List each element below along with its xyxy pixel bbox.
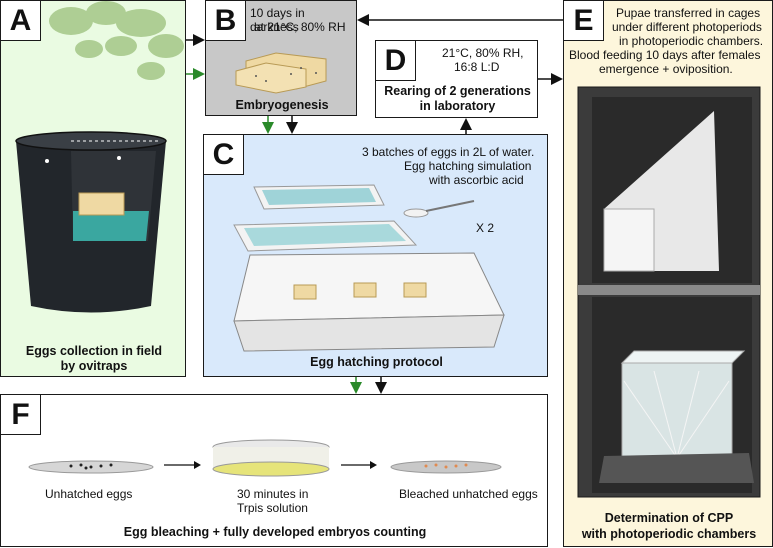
panel-f-step2-line1: 30 minutes in — [237, 487, 309, 501]
spoon-icon — [403, 200, 475, 218]
panel-d-letter: D — [376, 41, 416, 81]
bleaching-steps-illustration — [28, 439, 502, 477]
panel-b-caption: Embryogenesis — [235, 98, 329, 112]
panel-e-text-line3: in photoperiodic chambers. — [619, 34, 764, 48]
sponges-icon — [235, 52, 327, 94]
leaves-icon — [49, 1, 184, 80]
panel-f-step2-line2: Trpis solution — [237, 501, 308, 515]
panel-f-caption: Egg bleaching + fully developed embryos … — [123, 525, 427, 539]
panel-f-step1: Unhatched eggs — [45, 487, 133, 501]
panel-b-text-line1: 10 days in darkness — [250, 6, 305, 34]
panel-e-text-line1: Pupae transferred in cages — [616, 6, 761, 20]
panel-c-caption: Egg hatching protocol — [310, 355, 443, 369]
panel-a-caption-line1: Eggs collection in field — [25, 344, 163, 358]
panel-e-text-line4: Blood feeding 10 days after females — [569, 48, 761, 62]
ovitrap-illustration — [15, 1, 184, 313]
panel-b-letter: B — [206, 1, 246, 41]
tray-bottom-icon — [233, 252, 505, 352]
panel-a-caption-line2: by ovitraps — [60, 359, 128, 373]
tray-middle-icon — [233, 220, 418, 252]
panel-a-letter: A — [1, 1, 41, 41]
panel-d: D 21°C, 80% RH, 16:8 L:D Rearing of 2 ge… — [375, 40, 538, 118]
panel-c-letter: C — [204, 135, 244, 175]
panel-d-caption-line1: Rearing of 2 generations — [384, 84, 531, 98]
panel-d-caption-line2: in laboratory — [419, 99, 496, 113]
panel-c-text-line3: with ascorbic acid — [429, 173, 524, 187]
unhatched-eggs-dish-icon — [28, 460, 154, 474]
panel-e: E Pupae transferred in cages under diffe… — [563, 0, 773, 547]
panel-c-text-line2: Egg hatching simulation — [404, 159, 532, 173]
panel-e-caption-line2: with photoperiodic chambers — [581, 527, 757, 541]
panel-e-text-line2: under different photoperiods — [612, 20, 762, 34]
bleached-eggs-dish-icon — [390, 460, 502, 474]
panel-f-letter: F — [1, 395, 41, 435]
panel-b: B 10 days in darkness at 21°C, 80% RH Em… — [205, 0, 357, 116]
cage-lower-icon — [599, 350, 754, 483]
panel-c: C 3 batches of eggs in 2L of water. Egg … — [203, 134, 548, 377]
panel-b-text-line2: at 21°C, 80% RH — [254, 20, 346, 34]
panel-f: F Unhatched eggs 30 minutes in Trpis sol… — [0, 394, 548, 547]
panel-e-caption-line1: Determination of CPP — [604, 511, 734, 525]
panel-e-text-line5: emergence + oviposition. — [599, 62, 733, 76]
hatching-trays-illustration — [233, 184, 505, 352]
panel-c-multiplier: X 2 — [476, 221, 495, 235]
cage-upper-icon — [603, 111, 719, 272]
panel-d-text-line1: 21°C, 80% RH, — [442, 46, 524, 60]
panel-f-step3: Bleached unhatched eggs — [399, 487, 538, 501]
panel-e-letter: E — [564, 1, 604, 41]
ovitrap-pot-icon — [15, 131, 167, 313]
trpis-solution-dish-icon — [212, 439, 330, 477]
panel-a: A Eggs collection in field by ovitraps — [0, 0, 186, 377]
photoperiodic-chamber-illustration — [577, 86, 761, 498]
tray-top-icon — [253, 184, 385, 210]
panel-d-text-line2: 16:8 L:D — [454, 60, 500, 74]
panel-c-text-line1: 3 batches of eggs in 2L of water. — [362, 145, 535, 159]
